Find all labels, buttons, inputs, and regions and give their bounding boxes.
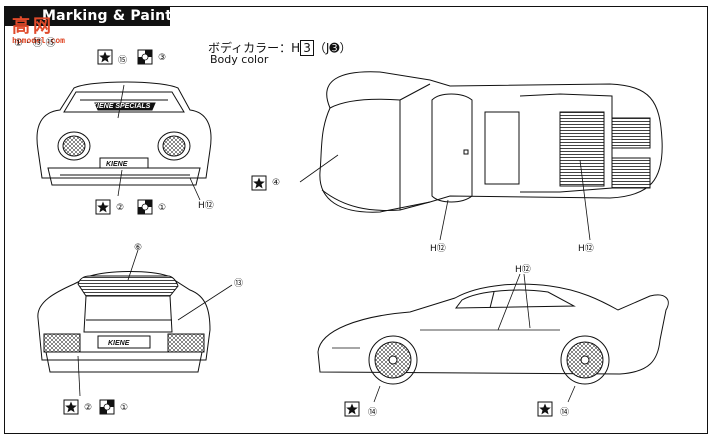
front-decal-2: ② [116, 203, 125, 213]
front-check-decal-icon [137, 49, 153, 65]
rear-star-decal-icon [63, 399, 79, 415]
rear-decal-13: ⑬ [234, 279, 244, 289]
rear-decal-1: ① [120, 403, 129, 413]
front-decal-15: ⑮ [118, 56, 128, 66]
header-bar: Marking & Painting [4, 6, 197, 26]
top-paint-code-front: H⑫ [430, 244, 446, 254]
top-view [299, 71, 663, 241]
front-bottom-check-decal-icon [137, 199, 153, 215]
body-color-en: Body color [210, 53, 269, 66]
rear-plate-text: KIENE [108, 340, 130, 347]
front-star-decal-icon [97, 49, 113, 65]
front-paint-code: H⑫ [198, 201, 214, 211]
side-rear-star-decal-icon [537, 401, 553, 417]
front-banner-text: KIENE SPECIALS [92, 103, 151, 110]
side-decal-14-rear: ⑭ [560, 408, 570, 418]
side-front-star-decal-icon [344, 401, 360, 417]
front-view [36, 81, 212, 201]
rear-decal-6: ⑥ [134, 243, 143, 253]
rear-check-decal-icon [99, 399, 115, 415]
body-color-jp-label: ボディカラー：H [208, 41, 301, 55]
top-decal-4: ④ [272, 178, 281, 188]
header-title: Marking & Painting [42, 8, 198, 24]
body-color-jp-tail: （J [313, 41, 330, 55]
top-paint-code-rear: H⑫ [578, 244, 594, 254]
front-plate-text: KIENE [106, 161, 128, 168]
side-paint-code: H⑫ [515, 265, 531, 275]
front-bottom-star-decal-icon [95, 199, 111, 215]
decal-sequence: ① · ⑬ ⑮ [14, 38, 56, 49]
front-decal-3: ③ [158, 53, 167, 63]
top-star-decal-icon [251, 175, 267, 191]
side-view [317, 273, 669, 403]
side-decal-14-front: ⑭ [368, 408, 378, 418]
watermark-logo-text: 高网 [12, 16, 54, 37]
watermark-url: hpmodel.com [12, 36, 65, 45]
rear-view [37, 249, 233, 397]
page-frame [4, 6, 708, 434]
body-color-code: 3 [300, 40, 314, 56]
body-color-j-code: ➌ [329, 41, 340, 55]
body-color-close: ） [339, 41, 352, 55]
rear-decal-2: ② [84, 403, 93, 413]
front-decal-1: ① [158, 203, 167, 213]
watermark: 高网 hpmodel.com [8, 10, 78, 45]
